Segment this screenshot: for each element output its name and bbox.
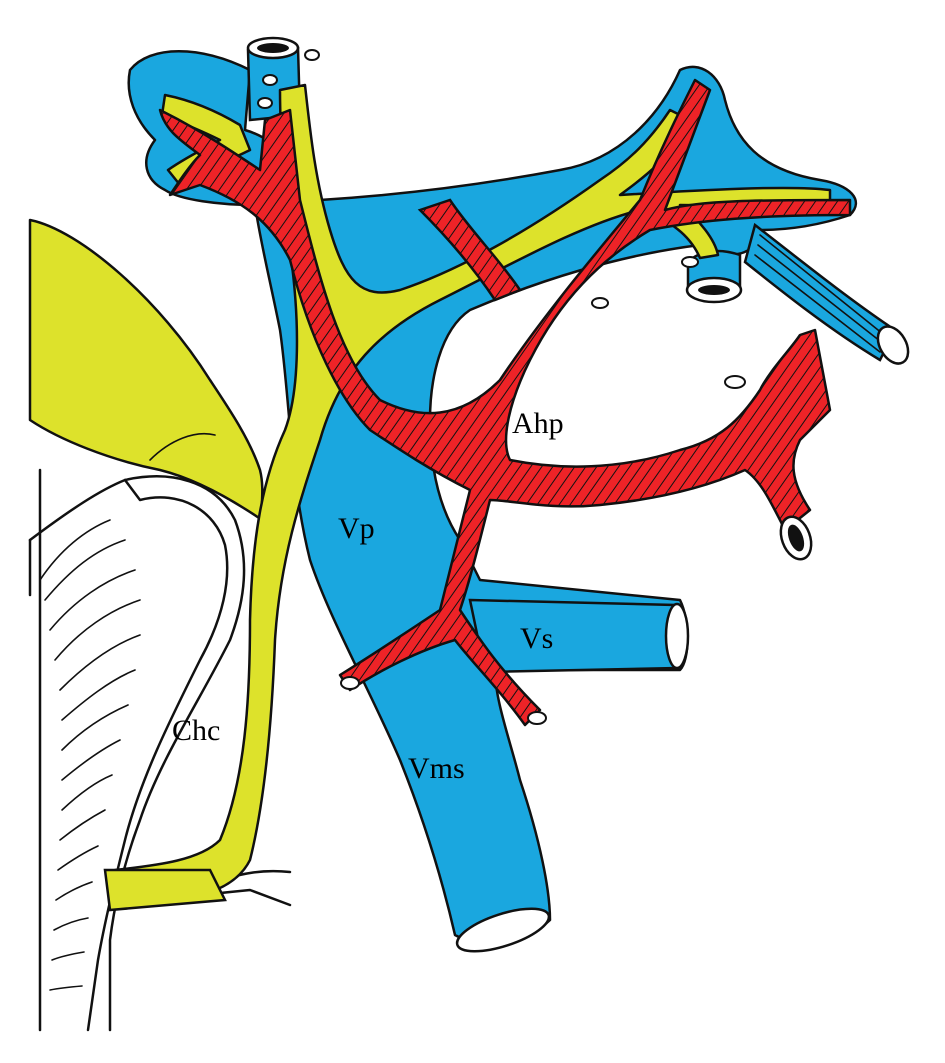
hepatic-artery (158, 49, 852, 727)
label-vms: Vms (408, 752, 465, 785)
label-ahp: Ahp (512, 407, 564, 440)
label-chc: Chc (172, 714, 220, 747)
bile-duct (28, 83, 832, 912)
duodenum (28, 468, 292, 1032)
label-vs: Vs (520, 622, 553, 655)
label-vp: Vp (338, 512, 375, 545)
